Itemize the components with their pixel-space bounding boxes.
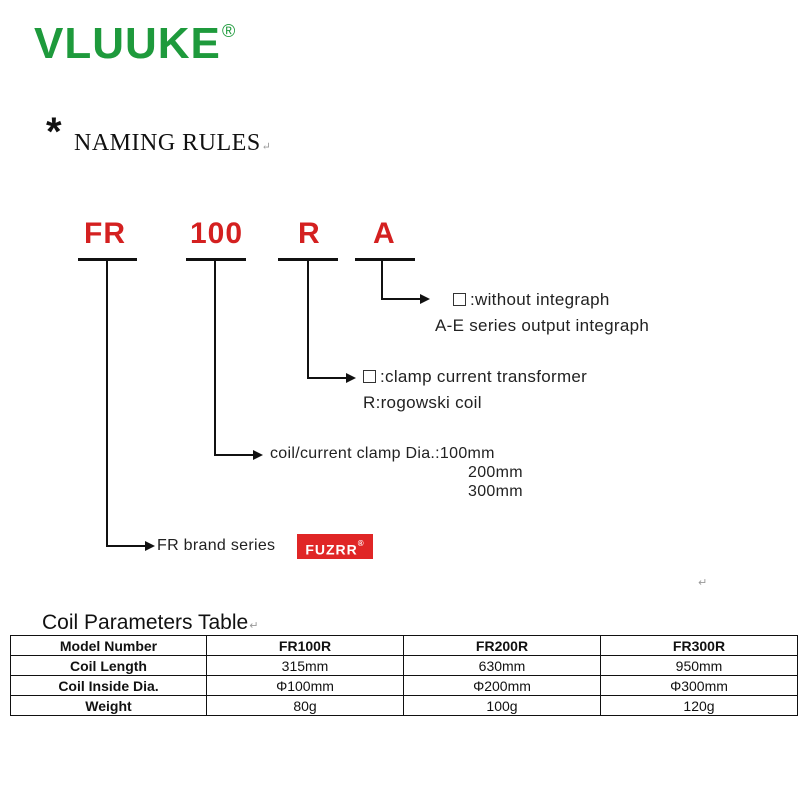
table-cell: FR200R xyxy=(403,635,601,656)
table-cell: 315mm xyxy=(206,655,404,676)
rule-a-line1-text: :without integraph xyxy=(470,290,610,309)
connector-a-vertical xyxy=(381,261,383,299)
table-cell: FR100R xyxy=(206,635,404,656)
connector-dia-vertical xyxy=(214,261,216,455)
rule-dia-label: coil/current clamp Dia.:100mm xyxy=(270,445,495,462)
heading-text: NAMING RULES xyxy=(74,130,261,156)
table-row: Coil Inside Dia. Φ100mm Φ200mm Φ300mm xyxy=(10,675,798,696)
table-row: Coil Length 315mm 630mm 950mm xyxy=(10,655,798,676)
arrow-r-icon xyxy=(346,373,356,383)
rule-r-line1-text: :clamp current transformer xyxy=(380,367,588,386)
code-part-a: A xyxy=(373,217,396,250)
badge-reg-mark: ® xyxy=(357,539,365,548)
table-row-header: Coil Inside Dia. xyxy=(10,675,207,696)
table-cell: 80g xyxy=(206,695,404,716)
table-title-text: Coil Parameters Table xyxy=(42,611,249,634)
return-mark: ↵ xyxy=(261,141,272,153)
connector-r-horizontal xyxy=(307,377,347,379)
table-row-header: Model Number xyxy=(10,635,207,656)
table-title: Coil Parameters Table↵ xyxy=(42,612,258,633)
arrow-a-icon xyxy=(420,294,430,304)
table-cell: 630mm xyxy=(403,655,601,676)
table-cell: Φ100mm xyxy=(206,675,404,696)
underline-r xyxy=(278,258,338,261)
underline-100 xyxy=(186,258,246,261)
table-cell: 120g xyxy=(600,695,798,716)
table-cell: 100g xyxy=(403,695,601,716)
connector-dia-horizontal xyxy=(214,454,254,456)
rule-a-line2: A-E series output integraph xyxy=(435,316,650,335)
rule-r-line2: R:rogowski coil xyxy=(363,393,482,412)
table-cell: FR300R xyxy=(600,635,798,656)
connector-fr-vertical xyxy=(106,261,108,546)
code-part-100: 100 xyxy=(190,217,244,250)
coil-parameters-table: Model Number FR100R FR200R FR300R Coil L… xyxy=(10,635,798,716)
arrow-dia-icon xyxy=(253,450,263,460)
rule-a-line1: :without integraph xyxy=(453,291,610,308)
connector-a-horizontal xyxy=(381,298,421,300)
table-row-header: Weight xyxy=(10,695,207,716)
underline-a xyxy=(355,258,415,261)
rule-r-line1: :clamp current transformer xyxy=(363,368,587,385)
table-row-header: Coil Length xyxy=(10,655,207,676)
empty-box-icon xyxy=(363,370,376,383)
registered-mark: ® xyxy=(222,21,236,41)
table-row: Model Number FR100R FR200R FR300R xyxy=(10,635,798,656)
brand-logo: VLUUKE xyxy=(34,19,221,68)
code-part-fr: FR xyxy=(84,217,126,250)
underline-fr xyxy=(78,258,137,261)
naming-rules-heading: NAMING RULES↵ xyxy=(74,131,271,155)
table-cell: Φ200mm xyxy=(403,675,601,696)
empty-box-icon xyxy=(453,293,466,306)
table-cell: 950mm xyxy=(600,655,798,676)
rule-fr-label: FR brand series xyxy=(157,537,276,554)
fuzrr-brand-badge: FUZRR® xyxy=(297,534,373,559)
connector-r-vertical xyxy=(307,261,309,378)
table-row: Weight 80g 100g 120g xyxy=(10,695,798,716)
rule-dia-200: 200mm xyxy=(468,464,523,481)
stray-return-mark: ↵ xyxy=(698,577,708,589)
return-mark: ↵ xyxy=(249,620,259,632)
table-cell: Φ300mm xyxy=(600,675,798,696)
rule-dia-300: 300mm xyxy=(468,483,523,500)
badge-text: FUZRR xyxy=(305,541,358,558)
code-part-r: R xyxy=(298,217,321,250)
arrow-fr-icon xyxy=(145,541,155,551)
connector-fr-horizontal xyxy=(106,545,146,547)
star-bullet: * xyxy=(46,110,62,154)
